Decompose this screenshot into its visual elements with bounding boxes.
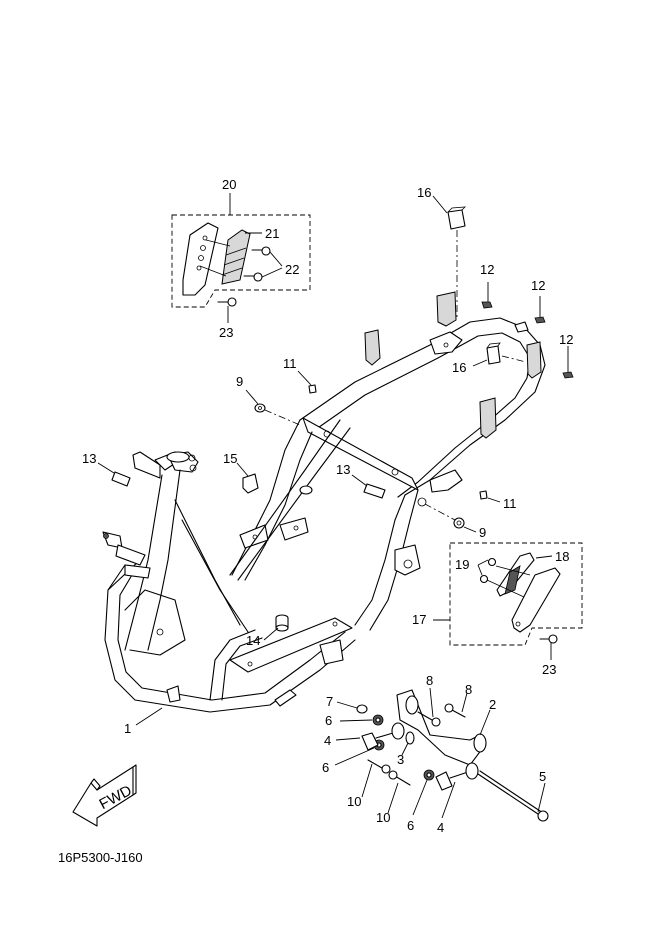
callout-6a: 6 [325,713,332,728]
sleeve-13b[interactable] [363,483,386,499]
callout-12b: 12 [531,278,545,293]
callout-16b: 16 [452,360,466,375]
callout-22: 22 [285,262,299,277]
callout-23b: 23 [542,662,556,677]
callout-2: 2 [489,697,496,712]
nut-11a[interactable] [308,384,317,394]
callout-13a: 13 [82,451,96,466]
bolt-8b[interactable] [444,703,466,718]
callout-9a: 9 [236,374,243,389]
callout-20: 20 [222,177,236,192]
bolt-23b[interactable] [539,634,558,644]
callout-3: 3 [397,752,404,767]
callout-4a: 4 [324,733,331,748]
bolt-10a[interactable] [367,759,391,774]
callout-5: 5 [539,769,546,784]
screw-19b[interactable] [479,574,489,584]
cushion-16a[interactable] [447,206,467,230]
callout-21: 21 [265,226,279,241]
callout-23a: 23 [219,325,233,340]
collar-3[interactable] [405,731,415,745]
clip-15[interactable] [242,473,259,494]
nut-12a[interactable] [481,301,493,309]
callout-9b: 9 [479,525,486,540]
callout-7: 7 [326,694,333,709]
callout-4b: 4 [437,820,444,835]
footrest-pad[interactable] [511,567,561,633]
callout-6b: 6 [322,760,329,775]
main-frame[interactable] [102,291,546,713]
washer-7[interactable] [356,704,368,714]
screw-19a[interactable] [487,557,497,567]
footrest-bracket[interactable] [182,222,219,296]
callout-8b: 8 [465,682,472,697]
screw-22a[interactable] [251,246,271,256]
callout-13b: 13 [336,462,350,477]
footrest-kit-right [433,542,583,660]
nut-12c[interactable] [562,371,574,379]
callout-19: 19 [455,557,469,572]
callout-11b: 11 [503,496,517,511]
fwd-direction-arrow: FWD [72,764,137,827]
callout-10b: 10 [376,810,390,825]
callout-15: 15 [223,451,237,466]
bolt-8a[interactable] [417,711,441,727]
screw-22b[interactable] [243,272,263,282]
callout-11a: 11 [283,356,297,371]
drawing-code: 16P5300-J160 [58,850,143,865]
nut-11b[interactable] [479,490,488,500]
nut-12b[interactable] [534,316,546,324]
callout-18: 18 [555,549,569,564]
callout-12a: 12 [480,262,494,277]
callout-6c: 6 [407,818,414,833]
callout-14: 14 [246,633,260,648]
bolt-23a[interactable] [217,297,237,307]
bushing-6a[interactable] [372,714,384,726]
footrest-cover[interactable] [221,229,251,285]
long-bolt-5[interactable] [477,770,549,822]
bushing-6c[interactable] [423,769,435,781]
callout-12c: 12 [559,332,573,347]
callout-16a: 16 [417,185,431,200]
sleeve-13a[interactable] [111,471,131,487]
bolt-10b[interactable] [388,770,411,786]
callout-1: 1 [124,721,131,736]
grommet-14[interactable] [275,614,289,632]
link-bracket-2[interactable] [396,689,487,766]
cushion-16b[interactable] [486,342,501,365]
callout-17: 17 [412,612,426,627]
washer-9a[interactable] [254,403,266,413]
callout-labels: 1 2 3 4 4 5 6 6 6 7 8 8 9 9 10 10 11 11 … [82,177,573,835]
callout-8a: 8 [426,673,433,688]
nut-9b[interactable] [453,517,465,529]
link-rod-4b[interactable] [435,762,479,791]
footrest-kit-left [171,193,311,323]
link-rod-4a[interactable] [361,722,405,751]
callout-10a: 10 [347,794,361,809]
